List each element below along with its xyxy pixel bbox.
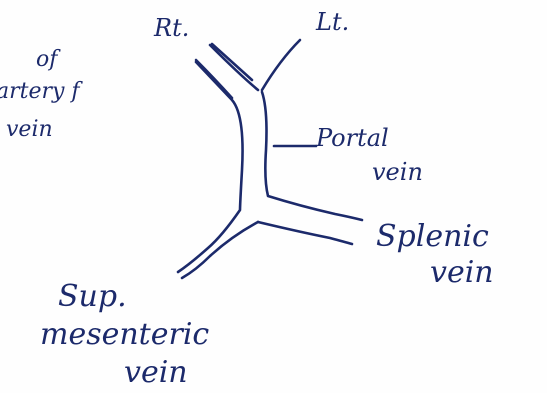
lt-label: Lt.: [315, 8, 349, 36]
left-note-line3: vein: [6, 117, 53, 142]
portal-label-line1: Portal: [315, 124, 389, 152]
splenic-label-line2: vein: [430, 255, 494, 290]
portal-label-line2: vein: [372, 158, 423, 186]
sup-label-line2: mesenteric: [40, 317, 209, 352]
left-note-line1: of: [36, 47, 61, 72]
right-branch-outer-line: [196, 60, 232, 98]
rt-pointer-line: [212, 44, 252, 80]
left-branch-line: [262, 40, 300, 90]
splenic-label-line1: Splenic: [376, 219, 489, 254]
sup-label-line3: vein: [124, 355, 188, 390]
left-margin-note: of artery f vein: [0, 47, 83, 142]
sup-label-line1: Sup.: [58, 279, 127, 314]
splenic-branch-line: [258, 222, 352, 244]
sup-mesenteric-branch-line: [182, 222, 258, 278]
rt-label: Rt.: [153, 14, 189, 42]
vessel-outline: [178, 40, 362, 278]
trunk-left-line: [178, 62, 243, 272]
left-note-line2: artery f: [0, 79, 83, 104]
trunk-right-line: [262, 92, 362, 220]
